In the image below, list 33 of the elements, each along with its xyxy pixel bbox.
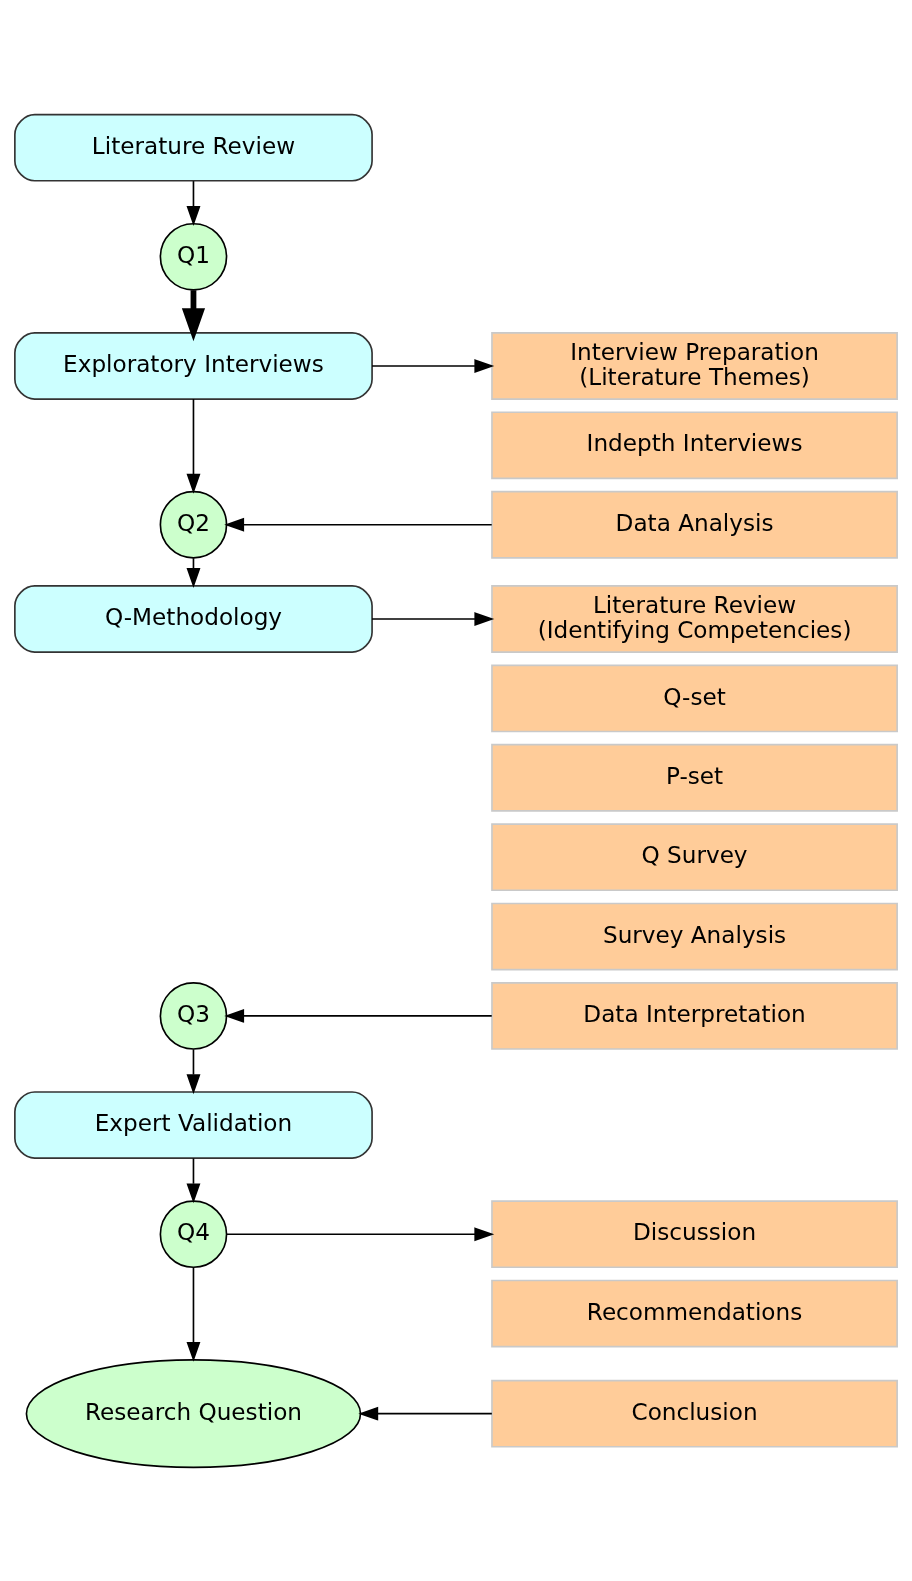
arrow bbox=[186, 1266, 201, 1362]
node-box: Interview Preparation (Literature Themes) bbox=[491, 331, 898, 400]
node-box: Literature Review (Identifying Competencies) bbox=[491, 584, 898, 653]
node-circle: Q2 bbox=[159, 490, 228, 559]
arrow bbox=[224, 517, 493, 532]
node-box: P-set bbox=[491, 743, 898, 812]
node-box: Q-Methodology bbox=[14, 584, 373, 653]
arrow bbox=[371, 611, 495, 626]
node-circle: Q3 bbox=[159, 981, 228, 1050]
arrow bbox=[186, 1157, 201, 1203]
node-circle: Q1 bbox=[159, 222, 228, 291]
node-box: Data Interpretation bbox=[491, 981, 898, 1050]
arrow bbox=[225, 1226, 495, 1241]
arrow bbox=[186, 397, 201, 494]
node-box: Exploratory Interviews bbox=[14, 331, 373, 400]
node-box: Discussion bbox=[491, 1199, 898, 1268]
node-box: Survey Analysis bbox=[491, 902, 898, 970]
arrow bbox=[186, 179, 201, 226]
node-box: Expert Validation bbox=[14, 1090, 373, 1159]
node-box: Literature Review bbox=[14, 113, 373, 182]
node-circle: Q4 bbox=[159, 1199, 228, 1268]
arrow bbox=[358, 1406, 493, 1421]
node-box: Q Survey bbox=[491, 822, 898, 891]
node-box: Indepth Interviews bbox=[491, 410, 898, 479]
node-box: Recommendations bbox=[491, 1279, 898, 1347]
arrow bbox=[224, 1008, 493, 1023]
arrow bbox=[181, 289, 206, 341]
node-box: Conclusion bbox=[491, 1379, 898, 1448]
arrow bbox=[371, 358, 495, 373]
node-box: Data Analysis bbox=[491, 490, 898, 559]
arrow bbox=[186, 1048, 201, 1094]
node-ellipse: Research Question bbox=[25, 1358, 362, 1468]
node-box: Q-set bbox=[491, 664, 898, 732]
